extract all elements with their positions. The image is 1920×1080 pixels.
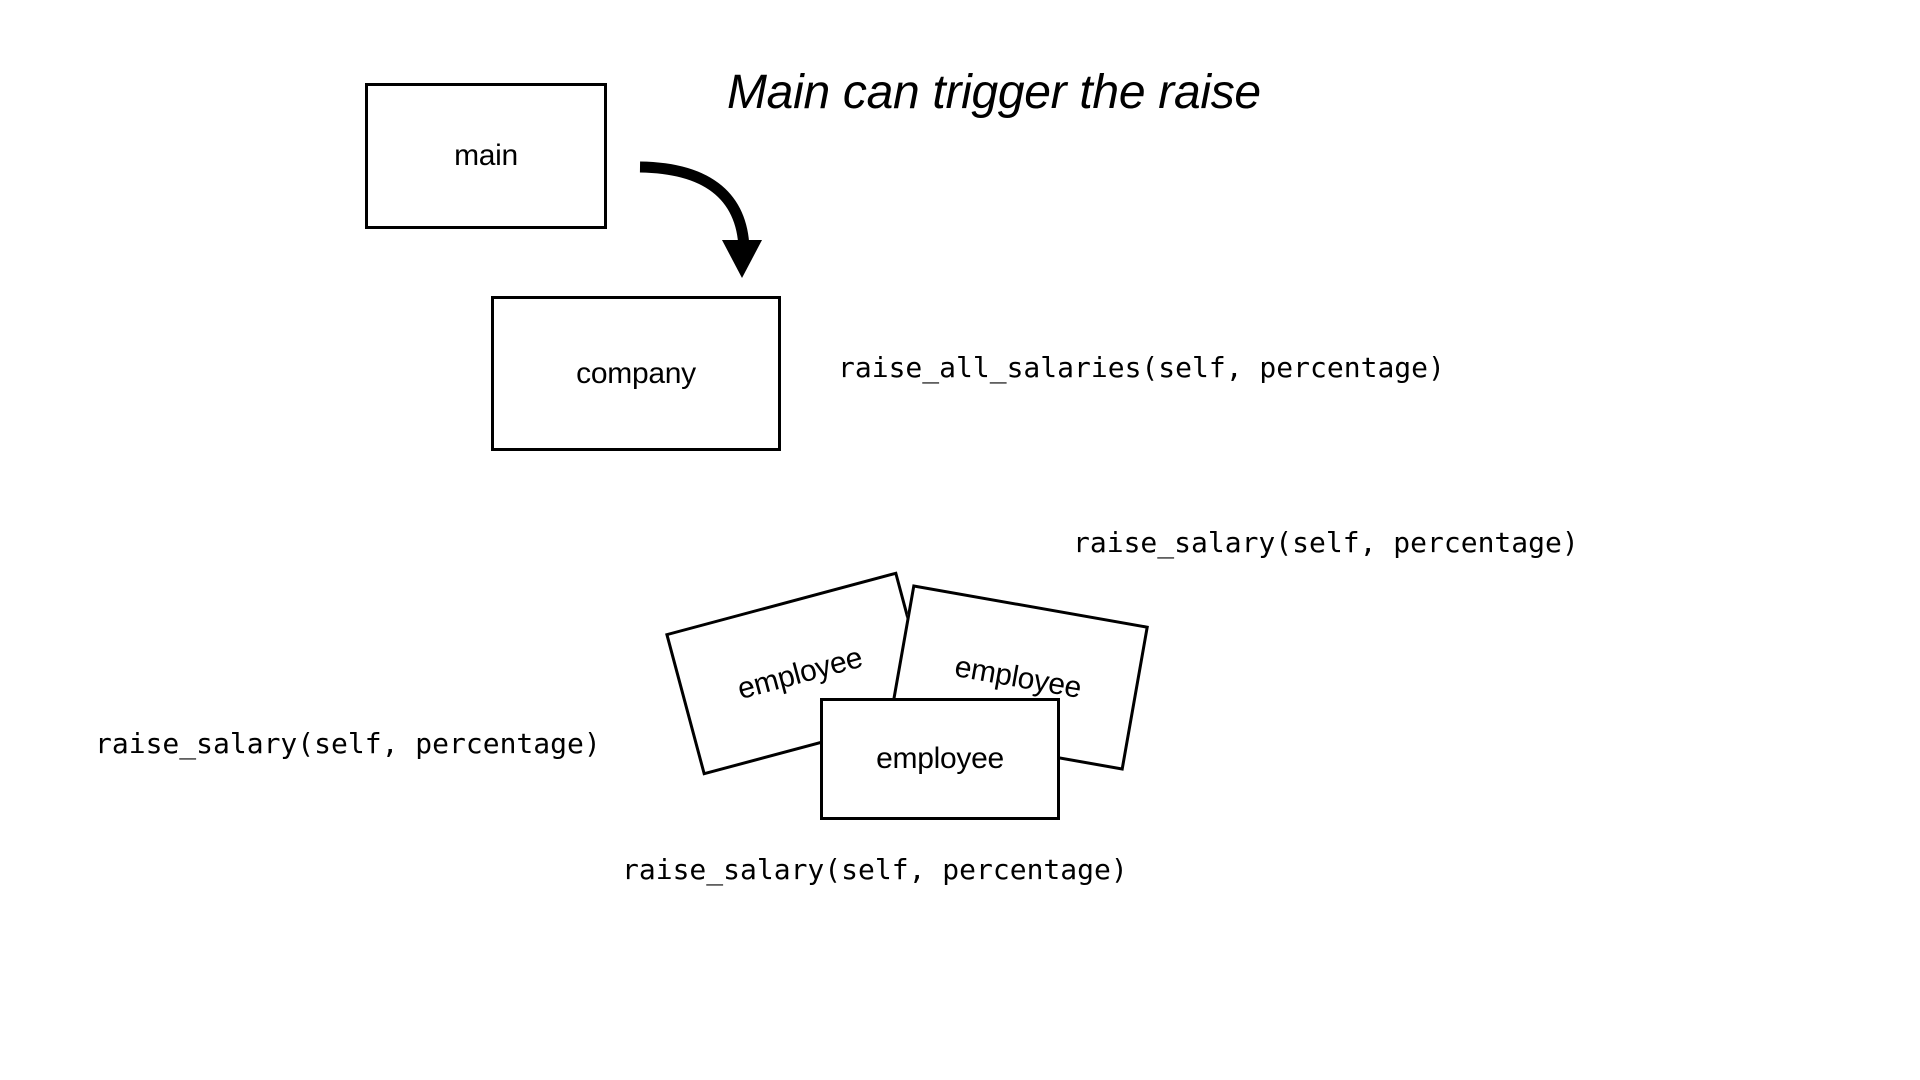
employee-box-front-label: employee [876,742,1004,775]
employee-box-left-label: employee [733,640,866,706]
employee-front-method-label: raise_salary(self, percentage) [622,853,1128,886]
company-method-label: raise_all_salaries(self, percentage) [838,351,1445,384]
company-box: company [491,296,781,451]
main-box-label: main [454,139,518,172]
employee-right-method-label: raise_salary(self, percentage) [1073,526,1579,559]
employee-box-right-label: employee [952,649,1084,705]
employee-box-front: employee [820,698,1060,820]
main-box: main [365,83,607,229]
employee-left-method-label: raise_salary(self, percentage) [95,727,601,760]
diagram-title: Main can trigger the raise [727,66,1261,119]
company-box-label: company [576,356,696,390]
